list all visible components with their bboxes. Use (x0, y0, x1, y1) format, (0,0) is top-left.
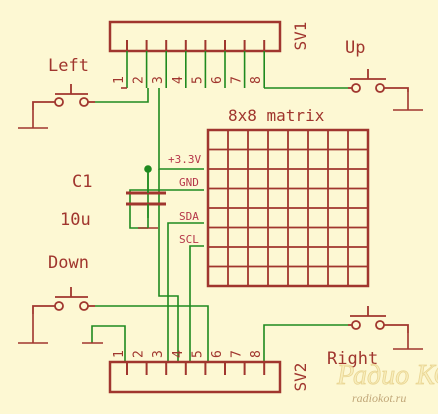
wires (91, 87, 348, 362)
sv1-pin-number: 1 (112, 76, 127, 84)
wire-left (95, 88, 149, 103)
sv2-pin-number: 6 (210, 350, 225, 358)
sv2-label: SV2 (291, 363, 310, 392)
sv1-pin-number: 3 (151, 76, 166, 84)
sv2-pin-number: 2 (132, 350, 147, 358)
capacitor-c1: C1 10u (60, 169, 166, 230)
sv2-pin-number: 1 (112, 350, 127, 358)
sv2-pin-number: 5 (190, 350, 205, 358)
watermark-site: radiokot.ru (352, 391, 406, 405)
wire-scl (189, 245, 204, 362)
sv1-label: SV1 (291, 22, 310, 51)
wire-sv2-gnd (91, 325, 126, 362)
led-matrix: 8x8 matrix +3.3V GND SDA SCL (168, 106, 370, 288)
matrix-grid (208, 130, 368, 286)
sv2-pin-lines (126, 362, 266, 375)
pin-label-vcc: +3.3V (168, 153, 201, 166)
capacitor-name: C1 (72, 172, 92, 192)
pin-label-scl: SCL (179, 233, 199, 246)
button-down-label: Down (48, 253, 89, 273)
sv1-pin-number: 4 (171, 76, 186, 84)
wire-down (95, 305, 209, 362)
wire-right (263, 324, 348, 362)
pin-label-sda: SDA (179, 210, 199, 223)
pin-label-gnd: GND (179, 176, 199, 189)
ground-symbols (18, 92, 423, 350)
button-down: Down (32, 253, 95, 314)
wire-sda (167, 222, 204, 362)
ground-icon (18, 314, 48, 344)
watermark-logo: Радио КОТ (336, 360, 438, 391)
ground-icon (393, 333, 423, 350)
button-right: Right (327, 306, 409, 369)
sv1-pin-number: 8 (249, 76, 264, 84)
button-up: Up (345, 38, 409, 93)
matrix-title: 8x8 matrix (228, 106, 325, 125)
sv2-pin-number: 4 (171, 350, 186, 358)
button-left: Left (32, 56, 95, 110)
sv2-pin-number: 7 (230, 350, 245, 358)
sv2-pin-number: 8 (249, 350, 264, 358)
sv1-pin-number: 2 (132, 76, 147, 84)
sv1-pin-number: 6 (210, 76, 225, 84)
button-left-label: Left (48, 56, 89, 76)
ground-icon (18, 110, 48, 129)
button-right-label: Right (327, 349, 378, 369)
button-up-label: Up (345, 38, 365, 58)
ground-icon (393, 92, 423, 111)
sv1-pin-number: 7 (230, 76, 245, 84)
sv2-pin-number: 3 (151, 350, 166, 358)
sv1-pin-lines (121, 40, 266, 89)
capacitor-value: 10u (60, 210, 91, 230)
watermark: Радио КОТ radiokot.ru (336, 360, 438, 405)
junction-dot (144, 165, 152, 173)
sv1-pin-number: 5 (190, 76, 205, 84)
